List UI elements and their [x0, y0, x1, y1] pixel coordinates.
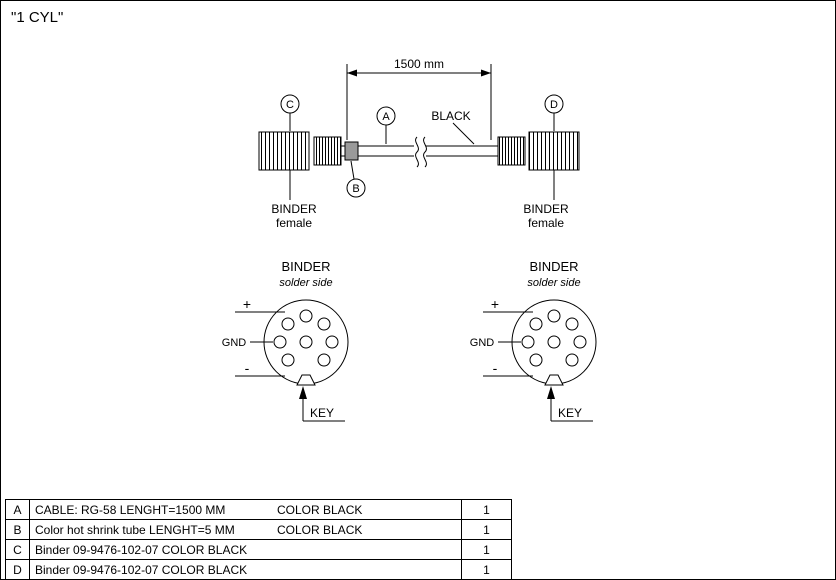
- ref-cell: B: [6, 520, 30, 539]
- left-connector: BINDER female: [258, 131, 359, 230]
- right-connector-name: BINDER: [523, 202, 569, 216]
- cable-color-label: BLACK: [431, 109, 470, 123]
- callout-c-balloon: [280, 94, 300, 114]
- description-cell: Binder 09-9476-102-07 COLOR BLACK: [30, 540, 462, 559]
- ref-cell: D: [6, 560, 30, 579]
- qty-cell: 1: [483, 502, 490, 517]
- description-text: Binder 09-9476-102-07 COLOR BLACK: [35, 563, 248, 577]
- pin: [281, 317, 295, 331]
- description-cell: CABLE: RG-58 LENGHT=1500 MM COLOR BLACK: [30, 500, 462, 519]
- pin: [299, 335, 313, 349]
- pin: [547, 309, 561, 323]
- pin: [565, 353, 579, 367]
- shrink-tube: [344, 141, 359, 161]
- pinout-subtitle: solder side: [527, 277, 580, 289]
- callout-d: D: [544, 94, 564, 131]
- plus-label: +: [491, 296, 499, 312]
- left-connector-name: BINDER: [271, 202, 317, 216]
- drawing-title: "1 CYL": [11, 9, 64, 26]
- cable: [341, 136, 498, 168]
- ref-cell: C: [6, 540, 30, 559]
- pin: [521, 335, 535, 349]
- color-text: COLOR BLACK: [277, 522, 363, 537]
- description-text: Color hot shrink tube LENGHT=5 MM: [35, 522, 235, 537]
- ref-cell: A: [6, 500, 30, 519]
- dimension-arrow-right: [481, 69, 491, 77]
- callout-c-label: C: [286, 99, 294, 111]
- callout-a-label: A: [382, 111, 390, 123]
- key-arrow-head: [299, 386, 307, 399]
- pin: [317, 317, 331, 331]
- callout-d-label: D: [550, 99, 558, 111]
- pinout-title: BINDER: [281, 259, 330, 274]
- callout-b-balloon: [346, 178, 366, 198]
- callout-a: A: [376, 106, 396, 144]
- minus-label: -: [245, 360, 250, 376]
- dimension-1500mm: 1500 mm: [346, 57, 492, 140]
- pinout-title: BINDER: [529, 259, 578, 274]
- color-text: COLOR BLACK: [277, 502, 363, 517]
- pinout-subtitle: solder side: [279, 277, 332, 289]
- table-row: D Binder 09-9476-102-07 COLOR BLACK 1: [6, 560, 511, 579]
- key-arrow-head: [547, 386, 555, 399]
- black-leader-line: [452, 122, 475, 145]
- dimension-arrow-left: [347, 69, 357, 77]
- key-label: KEY: [558, 406, 582, 420]
- cable-color-note: BLACK: [431, 109, 475, 145]
- gnd-label: GND: [470, 337, 495, 349]
- parts-table: A CABLE: RG-58 LENGHT=1500 MM COLOR BLAC…: [5, 499, 512, 579]
- description-cell: Color hot shrink tube LENGHT=5 MM COLOR …: [30, 520, 462, 539]
- pin: [529, 353, 543, 367]
- pin: [281, 353, 295, 367]
- cable-break-symbol: [423, 136, 427, 168]
- left-connector-body: [258, 131, 310, 171]
- pin: [529, 317, 543, 331]
- minus-label: -: [493, 360, 498, 376]
- key-notch: [296, 374, 316, 386]
- callout-b-label: B: [352, 183, 359, 195]
- description-text: CABLE: RG-58 LENGHT=1500 MM: [35, 502, 226, 517]
- callout-b: B: [346, 160, 366, 198]
- description-text: Binder 09-9476-102-07 COLOR BLACK: [35, 542, 248, 557]
- pinout-right: BINDER solder side + GND - KEY: [470, 259, 597, 422]
- pin: [547, 335, 561, 349]
- dimension-label: 1500 mm: [394, 57, 444, 71]
- callout-d-balloon: [544, 94, 564, 114]
- qty-cell: 1: [483, 522, 490, 537]
- description-cell: Binder 09-9476-102-07 COLOR BLACK: [30, 560, 462, 579]
- pin: [273, 335, 287, 349]
- callout-c: C: [280, 94, 300, 131]
- pin: [573, 335, 587, 349]
- pin: [317, 353, 331, 367]
- gnd-label: GND: [222, 337, 247, 349]
- callout-a-balloon: [376, 106, 396, 126]
- pin: [299, 309, 313, 323]
- key-notch: [544, 374, 564, 386]
- table-row: C Binder 09-9476-102-07 COLOR BLACK 1: [6, 540, 511, 560]
- qty-cell: 1: [483, 563, 490, 577]
- right-connector-type: female: [528, 216, 564, 230]
- table-row: A CABLE: RG-58 LENGHT=1500 MM COLOR BLAC…: [6, 500, 511, 520]
- right-connector-body: [528, 131, 580, 171]
- left-coupling-nut: [313, 136, 342, 166]
- pinout-left: BINDER solder side + GND - KEY: [222, 259, 349, 422]
- cable-assembly-diagram: 1500 mm BINDER female: [222, 57, 597, 422]
- right-coupling-nut: [497, 136, 526, 166]
- cable-break-symbol: [415, 136, 419, 168]
- pin: [565, 317, 579, 331]
- left-connector-type: female: [276, 216, 312, 230]
- key-label: KEY: [310, 406, 334, 420]
- pin: [325, 335, 339, 349]
- right-connector: BINDER female: [497, 131, 580, 230]
- qty-cell: 1: [483, 542, 490, 557]
- plus-label: +: [243, 296, 251, 312]
- table-row: B Color hot shrink tube LENGHT=5 MM COLO…: [6, 520, 511, 540]
